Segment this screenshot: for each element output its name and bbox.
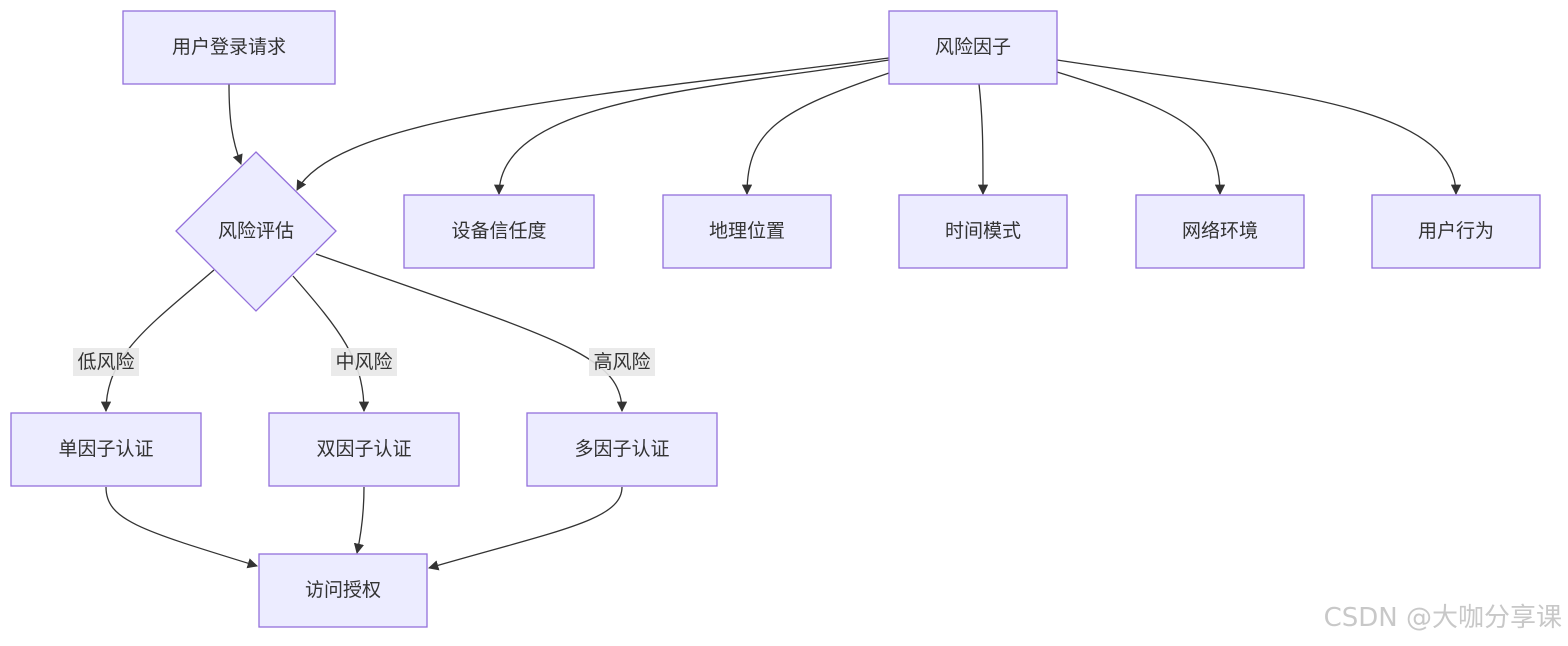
node-geo-location: 地理位置 xyxy=(662,194,832,269)
node-risk-factors-label: 风险因子 xyxy=(935,36,1011,58)
edge-factors-to-network xyxy=(1056,71,1226,196)
edge-label-low-risk-text: 低风险 xyxy=(77,351,134,373)
node-geo-location-label: 地理位置 xyxy=(709,220,785,242)
edge-factors-to-geo xyxy=(741,72,890,196)
edge-two-to-access xyxy=(353,486,365,555)
edge-factors-to-behavior xyxy=(1056,59,1462,196)
node-risk-factors: 风险因子 xyxy=(888,10,1058,85)
edge-assessment-to-two xyxy=(292,275,370,413)
edge-factors-to-time xyxy=(977,83,989,196)
node-login-request-label: 用户登录请求 xyxy=(172,36,286,58)
node-access-grant: 访问授权 xyxy=(258,553,428,628)
edge-assessment-to-multi xyxy=(315,253,628,413)
node-risk-assessment-label: 风险评估 xyxy=(218,220,294,242)
watermark-text: CSDN @大咖分享课 xyxy=(1324,603,1562,633)
edge-label-low-risk: 低风险 xyxy=(73,348,139,376)
edges xyxy=(100,57,1462,571)
edge-label-high-risk-text: 高风险 xyxy=(593,351,650,373)
node-two-factor: 双因子认证 xyxy=(268,412,460,487)
node-login-request: 用户登录请求 xyxy=(122,10,336,85)
edge-label-high-risk: 高风险 xyxy=(589,348,655,376)
edge-label-medium-risk-text: 中风险 xyxy=(335,351,392,373)
node-single-factor: 单因子认证 xyxy=(10,412,202,487)
node-risk-assessment: 风险评估 xyxy=(175,151,337,312)
node-user-behavior: 用户行为 xyxy=(1371,194,1541,269)
node-network-env: 网络环境 xyxy=(1135,194,1305,269)
edge-label-medium-risk: 中风险 xyxy=(331,348,397,376)
edge-single-to-access xyxy=(105,486,258,569)
node-device-trust-label: 设备信任度 xyxy=(451,220,546,242)
edge-assessment-to-single xyxy=(100,269,215,413)
node-multi-factor: 多因子认证 xyxy=(526,412,718,487)
node-network-env-label: 网络环境 xyxy=(1182,220,1258,242)
node-two-factor-label: 双因子认证 xyxy=(316,438,411,460)
edge-factors-to-assessment xyxy=(296,57,890,191)
edge-multi-to-access xyxy=(428,486,623,571)
edge-factors-to-device xyxy=(493,59,890,196)
edge-login-to-assessment xyxy=(228,83,243,165)
node-device-trust: 设备信任度 xyxy=(403,194,595,269)
node-single-factor-label: 单因子认证 xyxy=(58,438,153,460)
node-access-grant-label: 访问授权 xyxy=(305,579,381,601)
node-multi-factor-label: 多因子认证 xyxy=(574,438,669,460)
node-user-behavior-label: 用户行为 xyxy=(1418,220,1494,242)
node-time-pattern: 时间模式 xyxy=(898,194,1068,269)
node-time-pattern-label: 时间模式 xyxy=(945,220,1021,242)
